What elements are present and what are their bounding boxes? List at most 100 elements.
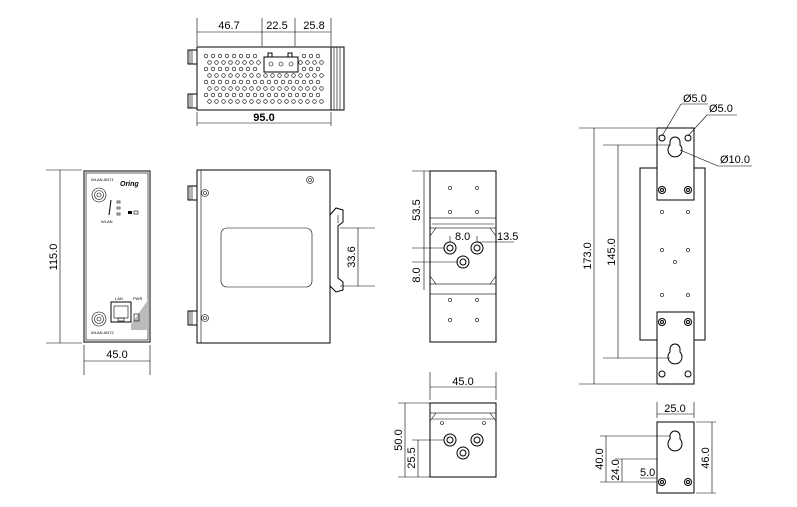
vent-hole — [259, 79, 265, 85]
vent-hole — [224, 79, 230, 85]
vent-hole — [203, 66, 209, 72]
vent-hole — [235, 73, 240, 78]
dim-wall-5-0: 5.0 — [640, 467, 655, 479]
mount-hole — [660, 248, 664, 252]
vent-hole — [277, 86, 282, 91]
vent-hole — [214, 99, 219, 104]
mount-hole — [448, 186, 452, 190]
dim-wall-dia-5-b: Ø5.0 — [709, 103, 733, 115]
vent-hole — [224, 92, 230, 98]
dim-top-25-8: 25.8 — [303, 20, 324, 32]
vent-hole — [231, 92, 237, 98]
vent-hole — [256, 86, 261, 91]
dim-front-115-0: 115.0 — [48, 244, 60, 271]
mount-hole — [686, 210, 690, 214]
label-wlan-ant2: WLAN ANT2 — [91, 330, 114, 335]
vent-hole — [245, 66, 251, 72]
vent-hole — [298, 86, 303, 91]
vent-hole — [221, 73, 226, 78]
vent-hole — [305, 86, 310, 91]
vent-hole — [270, 86, 275, 91]
vent-hole — [252, 66, 258, 72]
vent-hole — [217, 92, 223, 98]
vent-hole — [214, 73, 219, 78]
vent-hole — [308, 66, 314, 72]
vent-hole — [280, 79, 286, 85]
mount-hole — [686, 293, 690, 297]
vent-hole — [207, 86, 212, 91]
vent-hole — [238, 92, 244, 98]
mount-hole — [448, 298, 452, 302]
dim-wall-46-0: 46.0 — [700, 447, 712, 468]
vent-hole — [291, 99, 296, 104]
vent-hole — [245, 53, 251, 59]
vent-hole — [221, 60, 226, 65]
wall-holes — [660, 210, 690, 297]
vent-hole — [242, 60, 247, 65]
dim-side-33-6: 33.6 — [346, 246, 358, 267]
brand-logo: Oring — [120, 181, 139, 188]
mount-hole — [475, 298, 479, 302]
vent-hole — [301, 92, 307, 98]
vent-hole — [238, 79, 244, 85]
dim-wall-40-0: 40.0 — [594, 448, 606, 469]
vent-hole — [249, 86, 254, 91]
mount-hole — [475, 318, 479, 322]
vent-hole — [235, 60, 240, 65]
side-view: 33.6 — [187, 169, 375, 344]
vent-hole — [308, 79, 314, 85]
vent-hole — [315, 53, 321, 59]
vent-hole — [284, 99, 289, 104]
vent-hole — [319, 99, 324, 104]
vent-hole — [301, 79, 307, 85]
vent-hole — [207, 99, 212, 104]
vent-hole — [305, 73, 310, 78]
vent-hole — [252, 53, 258, 59]
vent-hole — [312, 99, 317, 104]
vent-hole — [312, 86, 317, 91]
vent-hole — [263, 86, 268, 91]
label-wlan-ant1: WLAN ANT1 — [91, 177, 114, 182]
vent-hole — [308, 92, 314, 98]
vent-hole — [249, 60, 254, 65]
vent-hole — [273, 79, 279, 85]
vent-hole — [287, 92, 293, 98]
vent-hole — [319, 86, 324, 91]
label-wlan: WLAN — [101, 219, 113, 224]
dim-din-45-0: 45.0 — [452, 376, 473, 388]
vent-hole — [315, 66, 321, 72]
vent-hole — [210, 66, 216, 72]
vent-hole — [242, 86, 247, 91]
mount-hole — [448, 318, 452, 322]
vent-hole — [263, 73, 268, 78]
vent-hole — [249, 73, 254, 78]
vent-hole — [319, 60, 324, 65]
vent-hole — [308, 53, 314, 59]
vent-hole — [266, 79, 272, 85]
vent-hole — [291, 86, 296, 91]
label-lan: LAN — [115, 296, 123, 301]
vent-hole — [238, 66, 244, 72]
vent-hole — [312, 73, 317, 78]
vent-hole — [284, 86, 289, 91]
vent-hole — [228, 73, 233, 78]
dim-wall-24-0: 24.0 — [610, 459, 622, 480]
dim-front-45-0: 45.0 — [106, 349, 127, 361]
dim-top-95-0: 95.0 — [253, 112, 274, 124]
dim-wall-173-0: 173.0 — [582, 242, 594, 270]
vent-hole — [238, 53, 244, 59]
vent-hole — [284, 73, 289, 78]
dim-top-46-7: 46.7 — [218, 20, 239, 32]
vent-hole — [217, 66, 223, 72]
vent-hole — [245, 92, 251, 98]
vent-hole — [315, 79, 321, 85]
vent-hole — [207, 60, 212, 65]
mount-hole — [660, 293, 664, 297]
vent-hole — [203, 79, 209, 85]
vent-hole — [231, 66, 237, 72]
vent-hole — [224, 53, 230, 59]
vent-hole — [305, 99, 310, 104]
vent-hole — [319, 73, 324, 78]
vent-hole — [252, 92, 258, 98]
vent-hole — [301, 53, 307, 59]
